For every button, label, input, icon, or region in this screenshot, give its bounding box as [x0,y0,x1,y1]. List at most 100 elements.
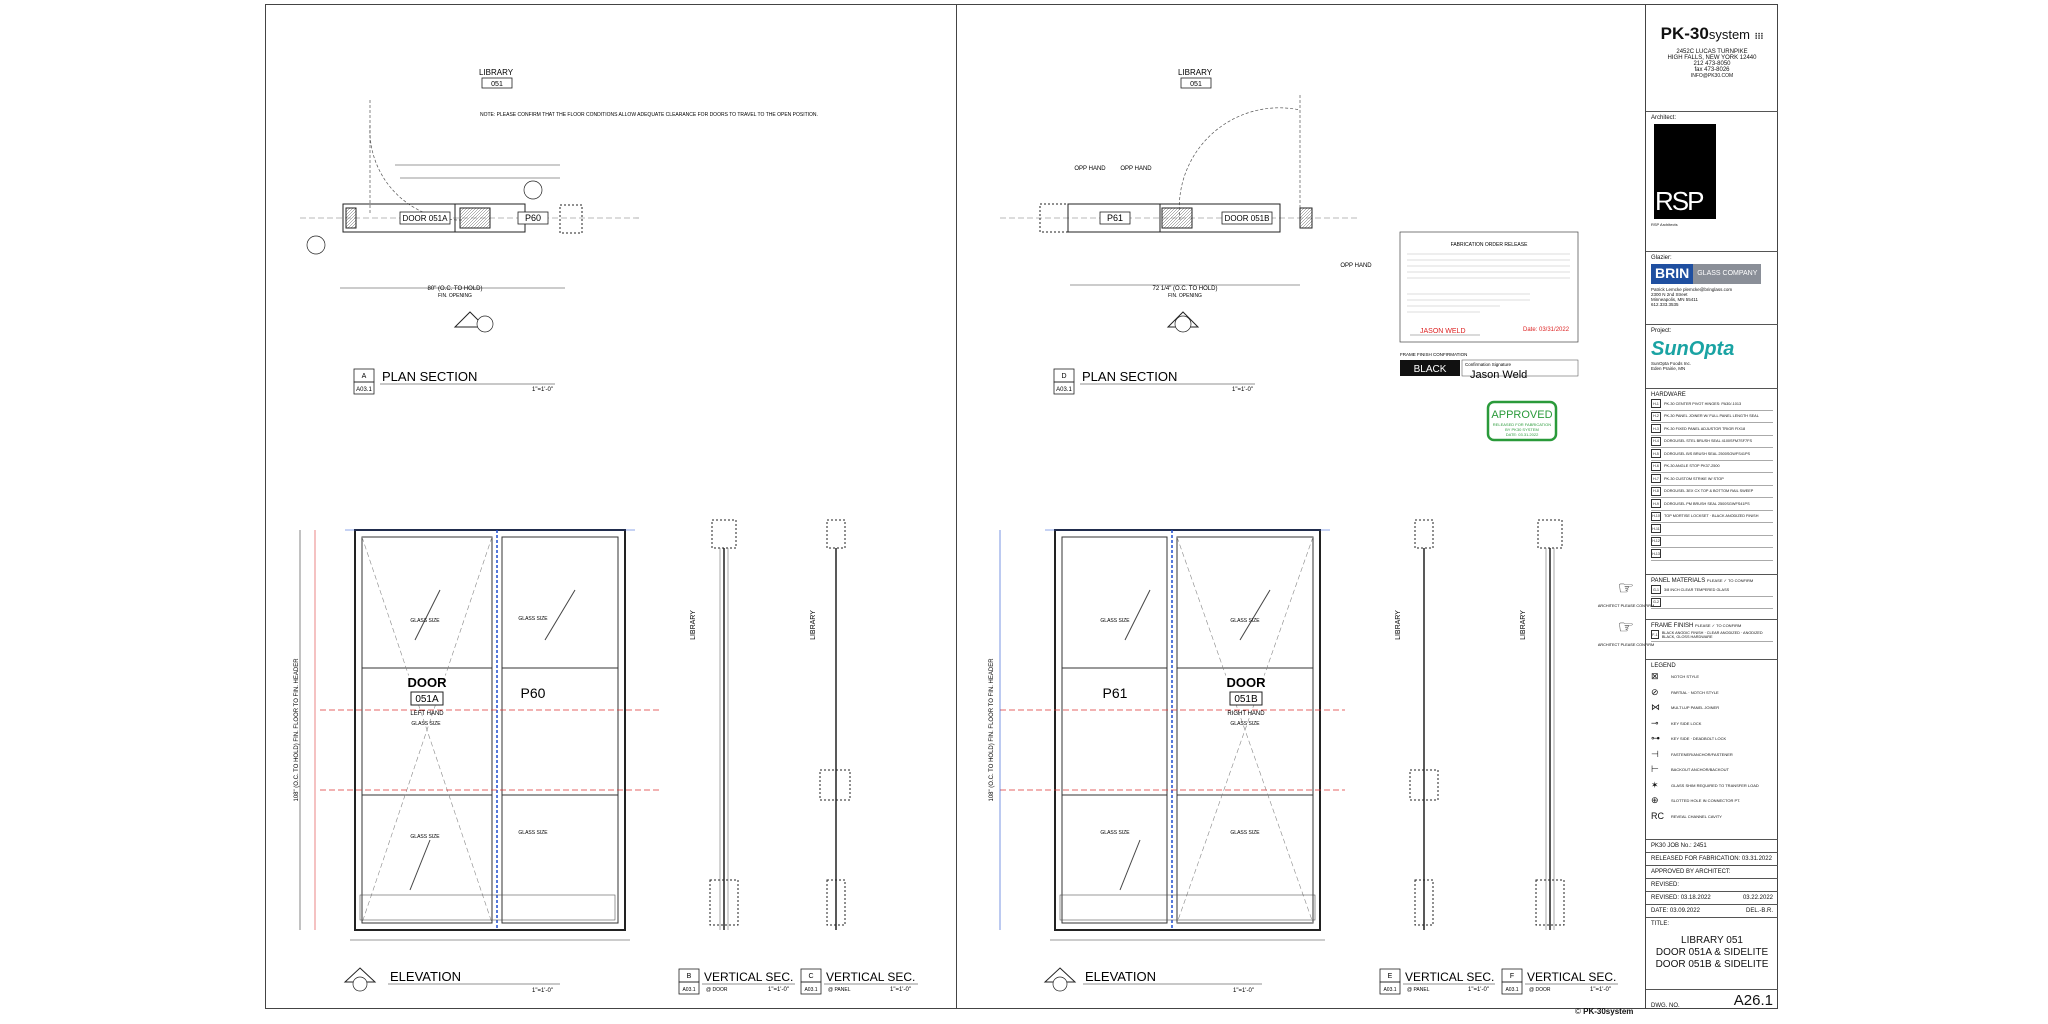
svg-text:RELEASED FOR FABRICATION: RELEASED FOR FABRICATION [1493,422,1551,427]
svg-text:A: A [362,373,367,380]
hardware-item: H-12 [1651,536,1773,548]
sunopta-logo: SunOpta [1651,338,1735,360]
svg-text:FIN. OPENING: FIN. OPENING [438,293,472,299]
svg-text:GLASS SIZE: GLASS SIZE [410,618,440,624]
view-title-vs-e: E A03.1 VERTICAL SEC. @ PANEL 1"=1'-0" [1379,968,1495,995]
svg-text:051A: 051A [415,694,439,705]
architect-info: Architect: RSP RSP Architects [1646,112,1778,252]
glazier-info: Glazier: BRIN GLASS COMPANY Patrick Lemc… [1646,252,1778,325]
svg-text:ARCHITECT PLEASE CONFIRM: ARCHITECT PLEASE CONFIRM [1598,604,1654,608]
view-title-vs-b: B A03.1 VERTICAL SEC. @ DOOR 1"=1'-0" [678,968,795,995]
svg-text:GLASS SIZE: GLASS SIZE [1230,618,1260,624]
svg-text:DOOR: DOOR [1227,675,1267,690]
svg-text:LIBRARY: LIBRARY [1520,610,1527,640]
view-title-plan-a: A A03.1 PLAN SECTION 1"=1'-0" [353,368,555,395]
svg-text:VERTICAL SEC.: VERTICAL SEC. [1527,970,1616,984]
legend-item: ⊶KEY SIDE · DEADBOLT LOCK [1651,733,1727,744]
svg-text:P61: P61 [1107,213,1123,223]
plan-section-a: LIBRARY 051 NOTE: PLEASE CONFIRM THAT TH… [300,68,818,333]
architect-confirm-markers: ☞ ARCHITECT PLEASE CONFIRM ☞ ARCHITECT P… [1598,578,1654,647]
svg-text:Date: 03/31/2022: Date: 03/31/2022 [1523,327,1570,333]
hardware-item: H-13 [1651,548,1773,561]
svg-text:1"=1'-0": 1"=1'-0" [1468,987,1489,993]
svg-text:DOOR 051B: DOOR 051B [1225,214,1270,223]
brin-logo: BRIN GLASS COMPANY [1651,264,1773,284]
svg-text:JASON WELD: JASON WELD [1420,328,1466,335]
svg-text:051: 051 [491,81,503,88]
svg-text:A03.1: A03.1 [356,387,372,393]
view-title-elev-left: ELEVATION 1"=1'-0" [388,969,560,994]
elevation-left: 108" (O.C. TO HOLD) FIN. FLOOR TO FIN. H… [294,529,660,992]
svg-text:1"=1'-0": 1"=1'-0" [532,988,553,994]
released-date: RELEASED FOR FABRICATION: 03.31.2022 [1646,853,1778,866]
revised-blank: REVISED: [1646,879,1778,892]
svg-text:APPROVED: APPROVED [1491,409,1552,421]
svg-text:051: 051 [1190,81,1202,88]
plan-section-d: LIBRARY 051 P61 DOOR 051B OPP HAND OPP H… [1000,68,1372,333]
view-title-vs-c: C A03.1 VERTICAL SEC. @ PANEL 1"=1'-0" [800,968,918,995]
approved-by: APPROVED BY ARCHITECT: [1646,866,1778,879]
svg-text:E: E [1388,973,1393,980]
legend-item: ⋈MULTI-UP PANEL JOINER [1651,702,1720,713]
svg-text:A03.1: A03.1 [1505,987,1518,993]
svg-text:GLASS SIZE: GLASS SIZE [410,834,440,840]
svg-text:A03.1: A03.1 [1383,987,1396,993]
svg-text:PLAN SECTION: PLAN SECTION [382,369,477,384]
legend-item: ⊣FASTENER/ANCHOR/FASTENER [1651,748,1733,759]
view-title-vs-f: F A03.1 VERTICAL SEC. @ DOOR 1"=1'-0" [1501,968,1618,995]
svg-text:GLASS SIZE: GLASS SIZE [1230,830,1260,836]
plan-a-note: NOTE: PLEASE CONFIRM THAT THE FLOOR COND… [480,112,818,118]
svg-text:OPP HAND: OPP HAND [1074,166,1106,172]
svg-text:@ PANEL: @ PANEL [1407,987,1430,993]
svg-text:ELEVATION: ELEVATION [390,969,461,984]
svg-text:RIGHT HAND: RIGHT HAND [1227,711,1265,717]
svg-text:DOOR: DOOR [408,675,448,690]
svg-text:108" (O.C. TO HOLD) FIN. FLOOR: 108" (O.C. TO HOLD) FIN. FLOOR TO FIN. H… [294,658,300,802]
svg-text:ELEVATION: ELEVATION [1085,969,1156,984]
svg-text:LIBRARY: LIBRARY [1178,68,1213,77]
svg-text:P60: P60 [525,213,541,223]
svg-text:@ DOOR: @ DOOR [706,987,728,993]
svg-text:GLASS SIZE: GLASS SIZE [1100,830,1130,836]
svg-text:1"=1'-0": 1"=1'-0" [1233,988,1254,994]
view-title-elev-right: ELEVATION 1"=1'-0" [1083,969,1262,994]
svg-text:P60: P60 [521,685,546,701]
svg-text:@ PANEL: @ PANEL [828,987,851,993]
svg-text:GLASS SIZE: GLASS SIZE [411,721,441,727]
svg-text:1"=1'-0": 1"=1'-0" [1590,987,1611,993]
sheet-divider [956,4,957,1009]
fabrication-release-box: FABRICATION ORDER RELEASE JASON WELD Dat… [1399,231,1579,381]
svg-text:GLASS SIZE: GLASS SIZE [1100,618,1130,624]
svg-text:A03.1: A03.1 [682,987,695,993]
svg-text:FIN. OPENING: FIN. OPENING [1168,293,1202,299]
legend: LEGEND ⊠NOTCH STYLE⊘PARTIAL · NOTCH STYL… [1646,660,1778,840]
legend-item: ⊸KEY SIDE LOCK [1651,717,1702,728]
svg-text:GLASS SIZE: GLASS SIZE [518,830,548,836]
svg-text:OPP HAND: OPP HAND [1340,263,1372,269]
svg-text:@ DOOR: @ DOOR [1529,987,1551,993]
vertical-sections-left: LIBRARY LIBRARY [690,519,851,930]
svg-text:VERTICAL SEC.: VERTICAL SEC. [1405,970,1494,984]
svg-text:GLASS SIZE: GLASS SIZE [1230,721,1260,727]
svg-text:DATE: 03.31.2022: DATE: 03.31.2022 [1506,432,1539,437]
svg-text:1"=1'-0": 1"=1'-0" [1232,387,1253,393]
firm-info: PK-30system ⁝⁝⁝ 2452C LUCAS TURNPIKE HIG… [1646,4,1778,112]
svg-text:☞: ☞ [1618,578,1634,598]
svg-text:FRAME FINISH CONFIRMATION: FRAME FINISH CONFIRMATION [1400,352,1467,357]
vertical-sections-right: LIBRARY LIBRARY [1395,519,1565,930]
svg-text:1"=1'-0": 1"=1'-0" [532,387,553,393]
svg-text:BY PK30 SYSTEM: BY PK30 SYSTEM [1505,427,1539,432]
